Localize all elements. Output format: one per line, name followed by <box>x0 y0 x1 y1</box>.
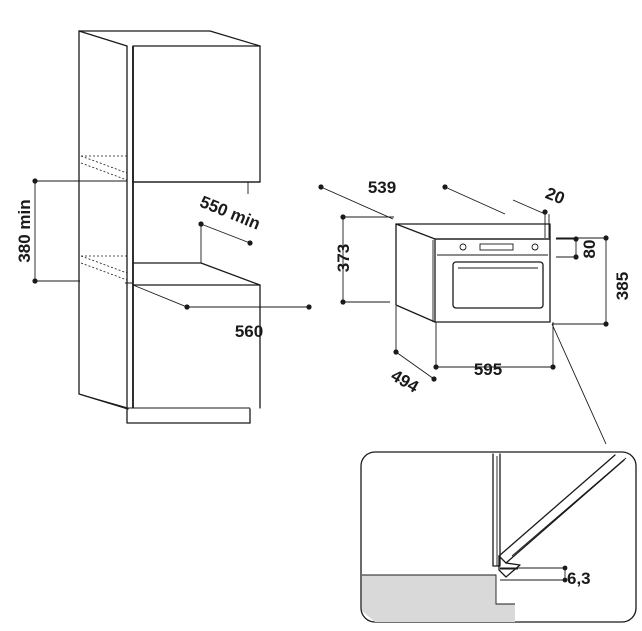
label-detail-gap: 6,3 <box>567 569 591 588</box>
appliance-drawing <box>395 223 551 323</box>
detail-inset <box>360 451 637 623</box>
label-appliance-height-front: 385 <box>613 272 632 300</box>
label-appliance-front-thickness: 20 <box>543 184 568 209</box>
cabinet-dimension-lines <box>32 178 312 310</box>
label-appliance-depth-bottom: 494 <box>388 366 423 397</box>
cabinet-drawing <box>78 30 261 424</box>
label-appliance-width: 595 <box>474 360 502 379</box>
label-appliance-depth-top: 539 <box>368 178 396 197</box>
appliance-dimension-lines <box>318 184 609 445</box>
label-appliance-panel-height: 80 <box>580 240 599 259</box>
label-cabinet-opening-width: 560 <box>235 322 263 341</box>
label-cabinet-opening-height: 380 min <box>15 199 34 262</box>
label-appliance-height-side: 373 <box>334 244 353 272</box>
label-cabinet-opening-depth: 550 min <box>197 192 263 233</box>
